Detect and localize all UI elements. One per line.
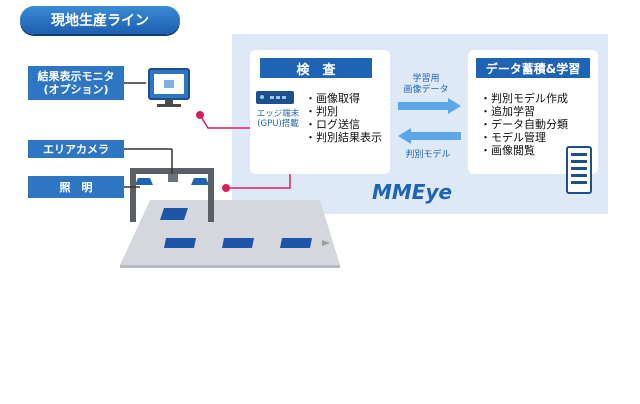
brand-logo: MMEye	[372, 180, 453, 204]
inspection-item: ・ログ送信	[305, 118, 360, 131]
learning-item: ・モデル管理	[480, 131, 546, 144]
monitor-label: 結果表示モニタ (オプション)	[28, 66, 124, 100]
learning-item: ・追加学習	[480, 105, 535, 118]
edge-terminal-label: エッジ端末 (GPU)搭載	[256, 109, 300, 129]
page-title: 現地生産ライン	[20, 6, 180, 34]
arrow-left-icon	[398, 128, 462, 144]
training-data-label: 学習用 画像データ	[403, 74, 449, 95]
discrimination-model-label: 判別モデル	[405, 150, 451, 160]
inspection-item: ・判別結果表示	[305, 131, 382, 144]
arrow-right-icon	[398, 98, 462, 114]
learning-item: ・画像閲覧	[480, 144, 535, 157]
inspection-item: ・判別	[305, 105, 338, 118]
edge-device-icon	[256, 88, 296, 106]
learning-item: ・判別モデル作成	[480, 92, 568, 105]
inspection-title: 検 査	[260, 58, 372, 78]
inspection-item: ・画像取得	[305, 92, 360, 105]
learning-item: ・データ自動分類	[480, 118, 568, 131]
area-camera-label: エリアカメラ	[28, 140, 124, 158]
monitor-icon	[146, 66, 192, 110]
learning-title: データ蓄積&学習	[476, 58, 590, 78]
server-icon	[566, 146, 592, 194]
lighting-label: 照 明	[28, 176, 124, 198]
